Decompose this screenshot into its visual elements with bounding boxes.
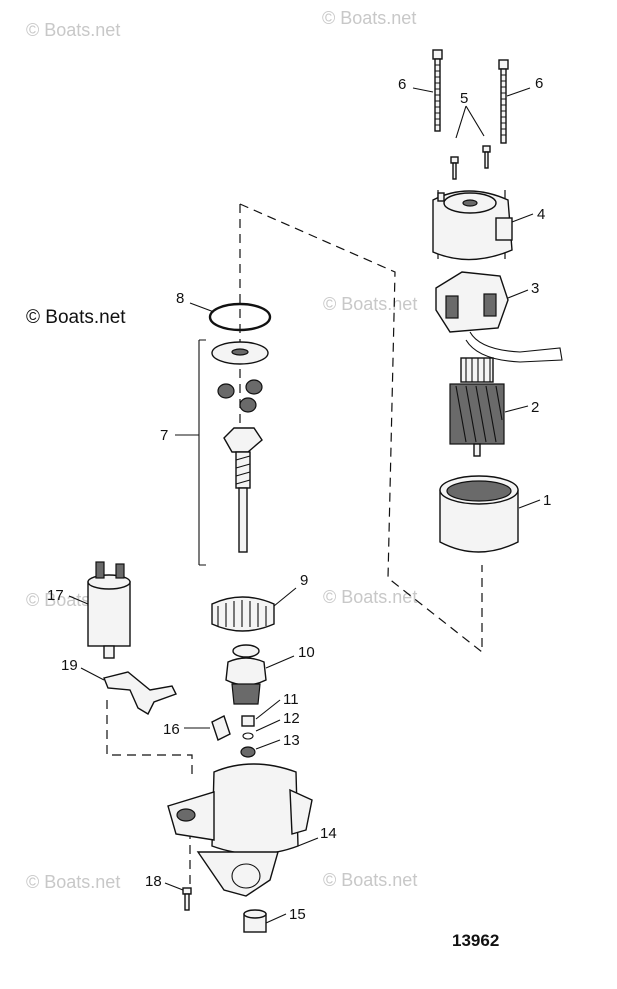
callout-9: 9 bbox=[300, 572, 308, 589]
frame-assembly bbox=[439, 475, 519, 553]
callout-18: 18 bbox=[145, 873, 162, 890]
callout-17: 17 bbox=[47, 587, 64, 604]
brush-holder bbox=[435, 271, 563, 363]
retaining-ring bbox=[242, 732, 254, 740]
callout-18-19: 19 bbox=[61, 657, 78, 674]
o-ring bbox=[208, 302, 272, 332]
callout-10: 10 bbox=[298, 644, 315, 661]
solenoid bbox=[87, 561, 131, 659]
callout-16: 16 bbox=[163, 721, 180, 738]
through-bolt-right bbox=[498, 59, 509, 144]
callout-6-left: 6 bbox=[398, 76, 406, 93]
callout-12: 12 bbox=[283, 710, 300, 727]
callout-7: 7 bbox=[160, 427, 168, 444]
callout-15: 15 bbox=[289, 906, 306, 923]
pivot-plate bbox=[211, 715, 231, 741]
drive-pinion bbox=[225, 644, 267, 705]
armature bbox=[449, 357, 505, 457]
callout-13: 13 bbox=[283, 732, 300, 749]
callout-2: 2 bbox=[531, 399, 539, 416]
planetary-gear-set bbox=[198, 339, 269, 566]
watermark: © Boats.net bbox=[323, 870, 417, 890]
stop-collar bbox=[241, 715, 255, 727]
ring-gear bbox=[211, 596, 275, 632]
watermark: © Boats.net bbox=[26, 20, 120, 40]
watermark: © Boats.net bbox=[323, 294, 417, 314]
screw-pair bbox=[450, 145, 491, 180]
callout-5: 5 bbox=[460, 90, 468, 107]
watermark: © Boats.net bbox=[26, 872, 120, 892]
callout-14: 14 bbox=[320, 825, 337, 842]
callout-8: 8 bbox=[176, 290, 184, 307]
watermark: © Boats.net bbox=[323, 587, 417, 607]
diagram-code: 13962 bbox=[452, 931, 499, 950]
bushing bbox=[243, 909, 267, 933]
callout-1: 1 bbox=[543, 492, 551, 509]
washer bbox=[240, 746, 256, 758]
end-cap bbox=[432, 190, 513, 261]
drive-housing bbox=[167, 763, 313, 897]
callout-labels: 1 2 3 4 5 6 6 7 8 9 10 11 12 13 14 15 16… bbox=[47, 75, 551, 923]
callout-6-right: 6 bbox=[535, 75, 543, 92]
watermark: © Boats.net bbox=[322, 8, 416, 28]
callout-11: 11 bbox=[283, 691, 299, 708]
watermark-layer: © Boats.net © Boats.net © Boats.net © Bo… bbox=[26, 8, 417, 892]
callout-4: 4 bbox=[537, 206, 545, 223]
copyright-label: © Boats.net bbox=[26, 307, 126, 328]
shift-lever bbox=[103, 671, 177, 715]
bolt bbox=[182, 887, 192, 911]
callout-3: 3 bbox=[531, 280, 539, 297]
leader-lines bbox=[68, 87, 541, 924]
through-bolt-left bbox=[432, 49, 443, 132]
